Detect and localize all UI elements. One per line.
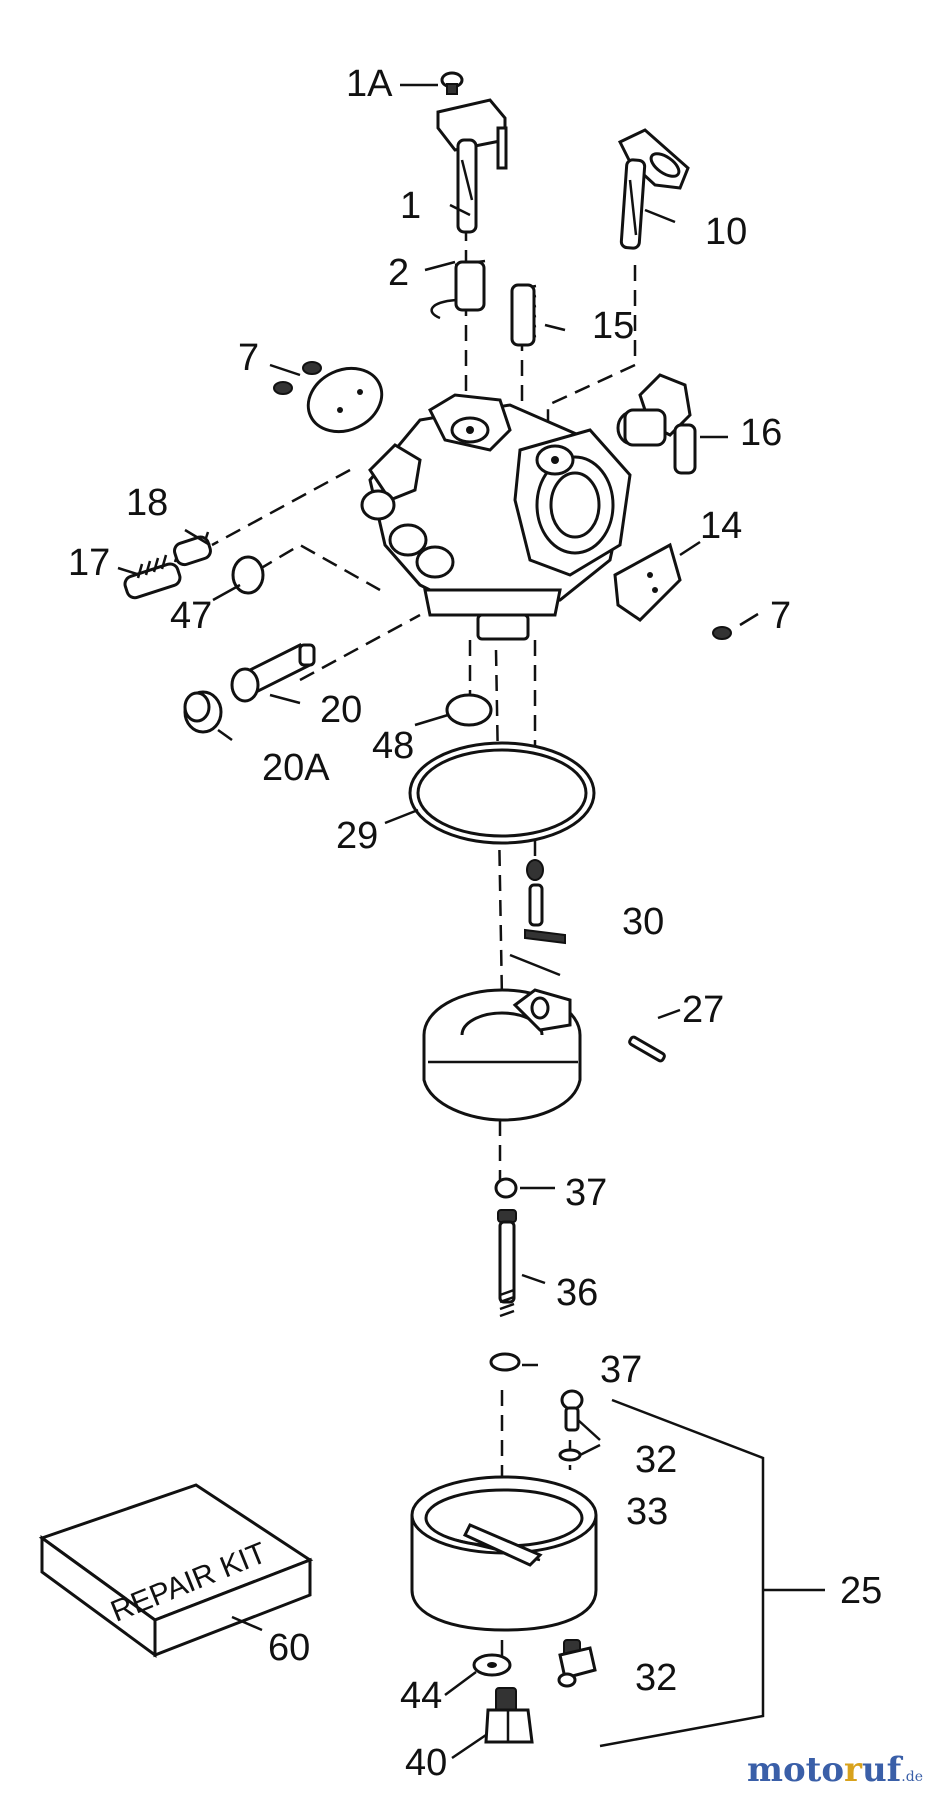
label-20a: 20A — [262, 747, 330, 789]
watermark-logo: motoruf.de — [746, 1750, 923, 1790]
washer-37-upper-icon — [494, 1177, 518, 1199]
throttle-plate-icon — [273, 361, 384, 434]
label-7-lower: 7 — [770, 595, 791, 637]
label-20: 20 — [320, 689, 362, 731]
inlet-needle-icon — [509, 859, 566, 977]
screw-7-icon — [712, 626, 732, 640]
label-27: 27 — [682, 989, 724, 1031]
label-33: 33 — [626, 1491, 668, 1533]
o-ring-47-icon — [231, 555, 265, 595]
throttle-spring-icon — [430, 259, 486, 320]
label-1a: 1A — [346, 63, 393, 105]
main-jet-icon — [230, 642, 316, 703]
float-pin-icon — [628, 1035, 666, 1063]
label-1: 1 — [400, 185, 421, 227]
spring-33-icon — [558, 1443, 601, 1462]
label-32-lower: 32 — [635, 1657, 677, 1699]
label-36: 36 — [556, 1272, 598, 1314]
label-40: 40 — [405, 1742, 447, 1784]
idle-mixture-screw-icon — [123, 554, 182, 600]
idle-mixture-spring-icon — [173, 531, 212, 567]
throttle-shaft-icon — [436, 98, 508, 234]
label-18: 18 — [126, 482, 168, 524]
label-44: 44 — [400, 1675, 442, 1717]
label-25: 25 — [840, 1570, 882, 1612]
bowl-nut-icon — [484, 1687, 534, 1744]
label-60: 60 — [268, 1627, 310, 1669]
label-7-upper: 7 — [238, 337, 259, 379]
float-bowl-icon — [410, 1475, 598, 1632]
label-37-lower: 37 — [600, 1349, 642, 1391]
label-14: 14 — [700, 505, 742, 547]
label-15: 15 — [592, 305, 634, 347]
float-icon — [422, 988, 582, 1122]
choke-shaft-icon — [617, 128, 690, 250]
label-29: 29 — [336, 815, 378, 857]
leader-lines — [117, 83, 759, 1760]
drain-valve-lower-icon — [557, 1639, 597, 1688]
repair-kit-box-icon: REPAIR KIT — [38, 1483, 314, 1658]
main-nozzle-icon — [497, 1209, 517, 1318]
label-47: 47 — [170, 595, 212, 637]
part-number-labels: 1A 1 2 10 15 7 16 18 14 17 47 7 20 48 20… — [68, 63, 882, 1784]
label-16: 16 — [740, 412, 782, 454]
screw-1a-icon — [440, 71, 464, 95]
label-2: 2 — [388, 252, 409, 294]
drain-valve-upper-icon — [560, 1389, 601, 1441]
bracket-25-icon — [599, 1398, 825, 1748]
label-30: 30 — [622, 901, 664, 943]
bowl-gasket-icon — [408, 741, 596, 845]
washer-44-icon — [472, 1653, 512, 1677]
idle-spring-icon — [510, 283, 537, 347]
label-48: 48 — [372, 725, 414, 767]
fuel-inlet-icon — [616, 373, 697, 475]
jet-cap-icon — [183, 690, 223, 734]
label-37-upper: 37 — [565, 1172, 607, 1214]
label-10: 10 — [705, 211, 747, 253]
label-32-upper: 32 — [635, 1439, 677, 1481]
washer-37-lower-icon — [489, 1352, 538, 1372]
label-17: 17 — [68, 542, 110, 584]
plug-48-icon — [445, 693, 493, 727]
choke-plate-icon — [613, 542, 682, 622]
carburetor-body-icon — [360, 393, 632, 641]
